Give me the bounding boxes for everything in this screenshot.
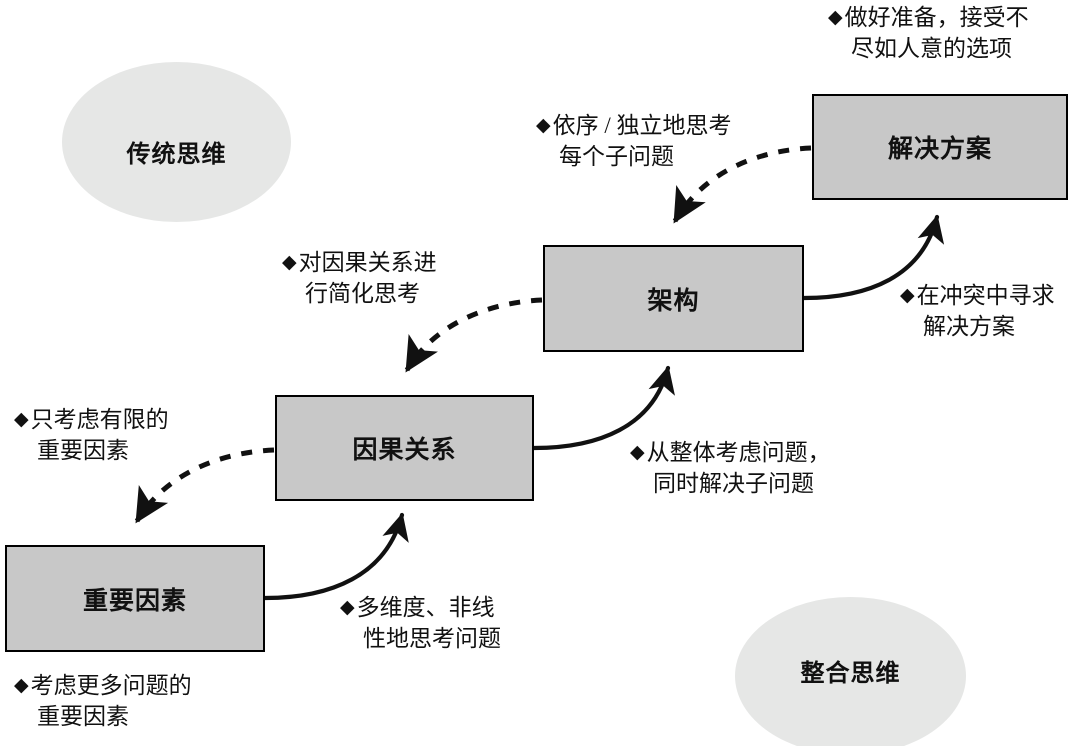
node-solution-label: 解决方案 (887, 134, 992, 163)
bullet-icon: ◆ (536, 115, 551, 136)
annotation-accept-suboptimal-line-2: 尽如人意的选项 (851, 36, 1012, 61)
ellipse-integrative-thinking: 整合思维 (735, 597, 966, 746)
annotation-multidimensional: ◆多维度、非线 性地思考问题 (340, 592, 501, 654)
annotation-more-factors-line-2: 重要因素 (37, 704, 129, 729)
ellipse-traditional-thinking: 传统思维 (62, 62, 291, 222)
annotation-more-factors-line-1: ◆考虑更多问题的 (14, 670, 192, 701)
node-architecture[interactable]: 架构 (543, 245, 804, 352)
bullet-icon: ◆ (282, 252, 297, 273)
annotation-text: 从整体考虑问题， (646, 440, 831, 465)
annotation-resolve-in-conflict-line-1: ◆在冲突中寻求 (900, 280, 1055, 311)
annotation-sequential-thinking-line-2: 每个子问题 (559, 144, 674, 169)
annotation-multidimensional-line-2: 性地思考问题 (363, 626, 501, 651)
ellipse-integrative-thinking-label: 整合思维 (800, 658, 901, 687)
bullet-icon: ◆ (900, 285, 915, 306)
node-causality-label: 因果关系 (352, 435, 457, 464)
annotation-limited-factors-line-1: ◆只考虑有限的 (14, 404, 169, 435)
annotation-holistic: ◆从整体考虑问题， 同时解决子问题 (630, 437, 831, 499)
annotation-text: 考虑更多问题的 (30, 673, 192, 698)
edge-solid-causality-to-architecture (531, 365, 675, 451)
node-architecture-label: 架构 (647, 285, 700, 315)
annotation-limited-factors-line-2: 重要因素 (37, 438, 129, 463)
bullet-icon: ◆ (14, 409, 29, 430)
annotation-text: 依序 / 独立地思考 (552, 113, 732, 138)
bullet-icon: ◆ (828, 7, 843, 28)
annotation-text: 对因果关系进 (298, 250, 437, 275)
bullet-icon: ◆ (14, 675, 29, 696)
annotation-resolve-in-conflict-line-2: 解决方案 (923, 314, 1015, 339)
ellipse-traditional-thinking-label: 传统思维 (126, 139, 227, 168)
annotation-holistic-line-1: ◆从整体考虑问题， (630, 437, 831, 468)
annotation-holistic-line-2: 同时解决子问题 (653, 471, 814, 496)
node-key-factors-label: 重要因素 (82, 585, 187, 615)
annotation-sequential-thinking: ◆依序 / 独立地思考 每个子问题 (536, 110, 732, 172)
annotation-text: 只考虑有限的 (30, 407, 169, 432)
annotation-simplified-causality: ◆对因果关系进 行简化思考 (282, 247, 437, 309)
node-key-factors[interactable]: 重要因素 (5, 545, 265, 652)
annotation-accept-suboptimal: ◆做好准备，接受不 尽如人意的选项 (828, 2, 1029, 64)
bullet-icon: ◆ (630, 442, 645, 463)
annotation-multidimensional-line-1: ◆多维度、非线 (340, 592, 501, 623)
annotation-text: 做好准备，接受不 (844, 5, 1029, 30)
edge-dashed-architecture-to-causality (404, 297, 543, 373)
annotation-text: 在冲突中寻求 (916, 283, 1055, 308)
annotation-text: 多维度、非线 (356, 595, 495, 620)
bullet-icon: ◆ (340, 597, 355, 618)
annotation-accept-suboptimal-line-1: ◆做好准备，接受不 (828, 2, 1029, 33)
node-causality[interactable]: 因果关系 (275, 395, 534, 501)
annotation-sequential-thinking-line-1: ◆依序 / 独立地思考 (536, 110, 732, 141)
edge-solid-key-factors-to-causality (262, 512, 409, 601)
annotation-resolve-in-conflict: ◆在冲突中寻求 解决方案 (900, 280, 1055, 342)
annotation-more-factors: ◆考虑更多问题的 重要因素 (14, 670, 192, 732)
annotation-limited-factors: ◆只考虑有限的 重要因素 (14, 404, 169, 466)
annotation-simplified-causality-line-1: ◆对因果关系进 (282, 247, 437, 278)
node-solution[interactable]: 解决方案 (812, 94, 1068, 200)
annotation-simplified-causality-line-2: 行简化思考 (305, 281, 420, 306)
